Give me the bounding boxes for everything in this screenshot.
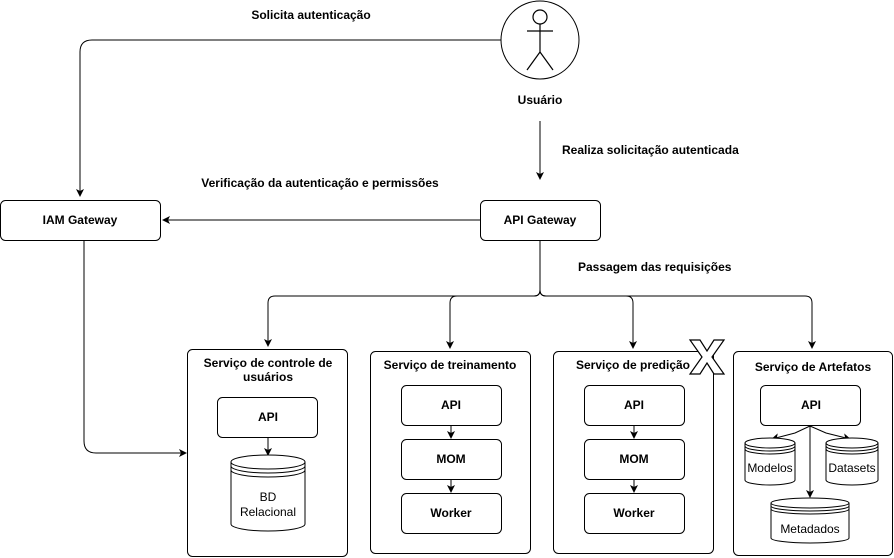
service-prediction-worker-label: Worker xyxy=(613,506,654,520)
service-users: Serviço de controle de usuários API BD R… xyxy=(187,349,348,557)
edge-verification-label: Verificação da autenticação e permissões xyxy=(201,176,439,190)
service-prediction-title: Serviço de predição xyxy=(576,358,690,372)
edge-authenticated-request-label: Realiza solicitação autenticada xyxy=(562,143,739,157)
service-training: Serviço de treinamento API MOM Worker xyxy=(370,351,531,554)
x-mark-icon xyxy=(688,339,726,375)
service-users-title-line2: usuários xyxy=(243,370,293,384)
service-training-api-label: API xyxy=(441,398,461,412)
service-prediction: Serviço de predição API MOM Worker xyxy=(553,339,726,554)
service-artifacts-title: Serviço de Artefatos xyxy=(755,360,872,374)
service-artifacts: Serviço de Artefatos API Modelos Dataset… xyxy=(733,351,893,556)
service-prediction-api-box xyxy=(584,385,685,426)
service-users-title-line1: Serviço de controle de xyxy=(204,356,333,370)
person-icon xyxy=(526,9,554,71)
service-users-api-box xyxy=(217,397,318,438)
service-artifacts-datasets-label: Datasets xyxy=(828,461,875,475)
iam-gateway: IAM Gateway xyxy=(0,200,161,241)
service-training-worker-label: Worker xyxy=(430,506,471,520)
iam-gateway-label: IAM Gateway xyxy=(43,213,118,227)
service-prediction-api-label: API xyxy=(624,398,644,412)
edge-iam-to-users xyxy=(83,240,187,457)
service-training-api-box xyxy=(401,385,502,426)
edge-auth-request xyxy=(76,39,501,197)
user-actor: Usuário xyxy=(500,0,580,107)
service-artifacts-api-label: API xyxy=(801,398,821,412)
service-training-worker-box xyxy=(401,493,502,534)
service-prediction-worker-box xyxy=(584,493,685,534)
database-icon xyxy=(825,437,879,486)
edge-passthrough-label: Passagem das requisições xyxy=(578,260,732,274)
service-artifacts-api-box xyxy=(760,385,861,426)
service-users-db-line2: Relacional xyxy=(240,505,296,519)
service-prediction-mom-label: MOM xyxy=(619,452,648,466)
database-icon xyxy=(744,437,796,486)
service-users-api-label: API xyxy=(258,410,278,424)
service-training-title: Serviço de treinamento xyxy=(384,358,517,372)
user-actor-label: Usuário xyxy=(518,93,563,107)
api-gateway: API Gateway xyxy=(480,200,601,241)
edge-passthrough xyxy=(264,240,816,349)
service-training-mom-label: MOM xyxy=(436,452,465,466)
database-icon xyxy=(230,454,306,532)
service-artifacts-models-label: Modelos xyxy=(747,461,792,475)
api-gateway-label: API Gateway xyxy=(504,213,577,227)
edge-auth-request-label: Solicita autenticação xyxy=(251,8,370,22)
service-prediction-mom-box xyxy=(584,439,685,480)
service-training-mom-box xyxy=(401,439,502,480)
database-icon xyxy=(770,497,850,544)
service-artifacts-metadata-label: Metadados xyxy=(780,522,839,536)
service-users-db-line1: BD xyxy=(260,490,277,504)
